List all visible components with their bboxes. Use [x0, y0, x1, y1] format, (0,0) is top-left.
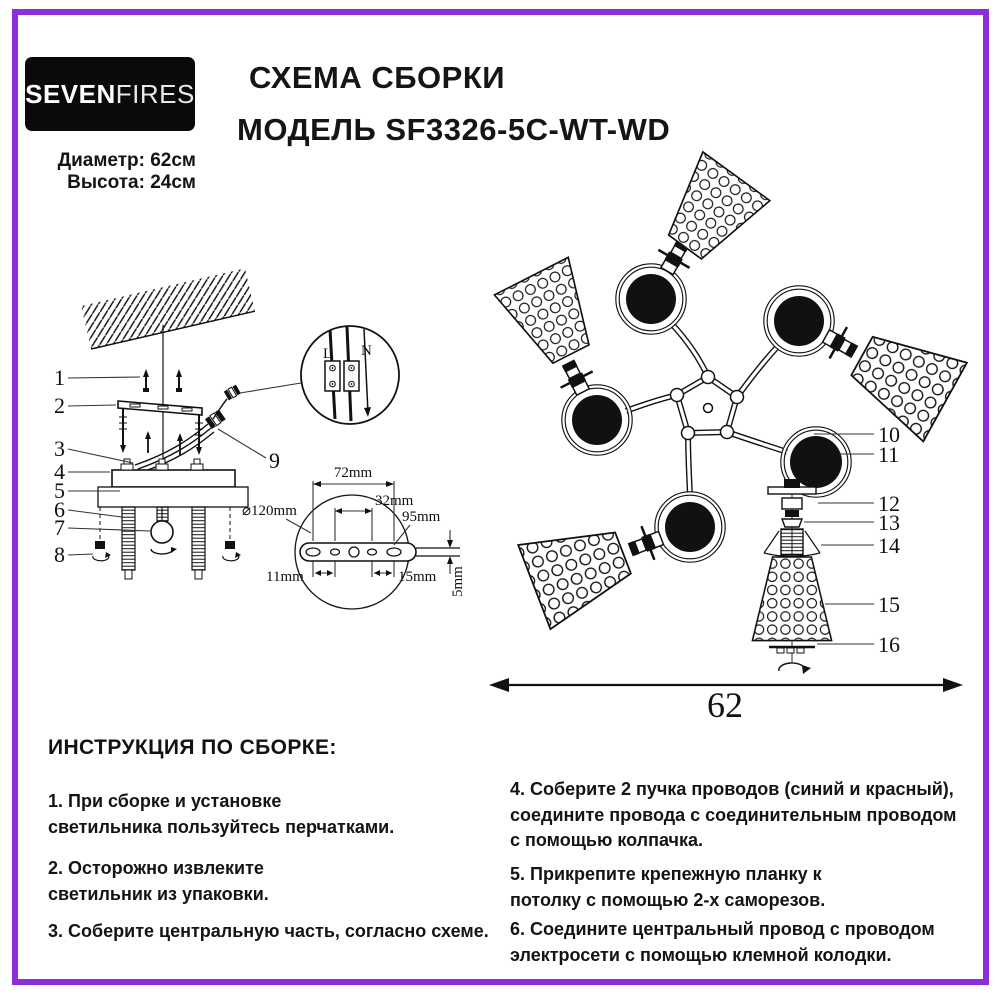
hub-joint	[680, 425, 696, 441]
lamp-holder	[550, 353, 601, 402]
socket-tube	[763, 528, 821, 558]
dim-5mm: 5mm	[450, 566, 466, 597]
callout-15: 15	[878, 592, 900, 617]
ceiling-hatch	[81, 268, 256, 350]
mounting-bar-detail-circle: 72mm 32mm ⌀120mm 95mm 11mm 15mm 5mm	[242, 465, 466, 610]
threaded-rods	[121, 506, 206, 580]
end-caps	[92, 507, 241, 562]
callout-4: 4	[54, 459, 65, 484]
arms-and-hub	[626, 323, 787, 496]
hub-joint	[669, 387, 685, 403]
hub-joint	[719, 424, 735, 440]
instruction-item-4: 4. Соберите 2 пучка проводов (синий и кр…	[510, 779, 957, 851]
callout-7: 7	[54, 515, 65, 540]
wood-ball	[790, 436, 842, 488]
terminal-label-n: N	[361, 343, 372, 359]
hub-joint	[729, 389, 745, 405]
dim-95mm: 95mm	[402, 509, 441, 525]
lamp-shade	[517, 510, 641, 630]
page-title: СХЕМА СБОРКИ МОДЕЛЬ SF3326-5C-WT-WD	[237, 52, 670, 156]
socket-bracket	[767, 479, 817, 517]
instruction-item-6: 6. Соедините центральный провод с провод…	[510, 919, 935, 965]
wood-ball	[665, 502, 715, 552]
ball-finial	[150, 507, 177, 555]
dimension-62: 62	[707, 685, 743, 725]
top-view-callouts: 10 11 12 13 14 15 16	[804, 422, 900, 657]
canopy-nuts	[120, 458, 204, 471]
wire-connectors	[204, 409, 226, 430]
mounting-bar	[117, 400, 203, 455]
callout-13: 13	[878, 510, 900, 535]
callout-3: 3	[54, 436, 65, 461]
instruction-item-1: 1. При сборке и установке светильника по…	[48, 791, 395, 837]
product-specs: Диаметр: 62см Высота: 24см	[20, 150, 196, 194]
hub-joint	[700, 369, 716, 385]
terminal-label-l: L	[323, 346, 332, 362]
dim-11mm: 11mm	[266, 569, 304, 585]
hub-center-hole	[702, 402, 714, 414]
spec-diameter: Диаметр: 62см	[57, 150, 196, 171]
arm-loops-and-balls	[561, 263, 852, 563]
instruction-item-2: 2. Осторожно извлеките светильник из упа…	[48, 858, 269, 904]
callout-12: 12	[878, 491, 900, 516]
instruction-item-3: 3. Соберите центральную часть, согласно …	[48, 921, 489, 941]
callout-6: 6	[54, 497, 65, 522]
lamp-holder	[622, 519, 669, 568]
callout-10: 10	[878, 422, 900, 447]
lamp-shade-exploded	[751, 556, 833, 642]
ceiling-screws	[143, 369, 182, 392]
socket-nut	[780, 518, 804, 528]
title-line-1: СХЕМА СБОРКИ	[249, 60, 506, 95]
callout-5: 5	[54, 478, 65, 503]
lamp-shade	[839, 315, 968, 443]
chandelier-top-view-diagram: 10 11 12 13 14 15 16 62	[489, 151, 968, 725]
dim-72mm: 72mm	[334, 465, 373, 481]
callout-9: 9	[269, 448, 280, 473]
wood-ball	[774, 296, 824, 346]
dim-15mm: 15mm	[398, 569, 437, 585]
callout-2: 2	[54, 393, 65, 418]
wire-terminal-block	[324, 360, 360, 392]
callout-11: 11	[878, 442, 899, 467]
callout-1: 1	[54, 365, 65, 390]
wood-ball	[572, 395, 622, 445]
width-dimension: 62	[489, 678, 963, 725]
instruction-item-5: 5. Прикрепите крепежную планку к потолку…	[510, 864, 826, 910]
title-line-2: МОДЕЛЬ SF3326-5C-WT-WD	[237, 112, 671, 147]
brand-name-light: FIRES	[115, 78, 195, 109]
side-diagram-callouts: 1 2 3 4 5 6 7 8 9	[54, 365, 280, 567]
dim-120mm: ⌀120mm	[242, 503, 297, 519]
rotation-arrow	[778, 662, 811, 674]
brand-name-bold: SEVEN	[25, 78, 116, 109]
dim-32mm: 32mm	[375, 493, 414, 509]
callout-16: 16	[878, 632, 900, 657]
lamp-shade	[493, 256, 609, 374]
callout-14: 14	[878, 533, 900, 558]
callout-8: 8	[54, 542, 65, 567]
canopy	[97, 458, 249, 508]
shade-ring	[769, 645, 815, 654]
instructions-heading: ИНСТРУКЦИЯ ПО СБОРКЕ:	[48, 736, 337, 759]
terminal-detail-circle: L N	[300, 325, 400, 425]
exploded-lamp-parts	[751, 479, 833, 674]
wood-ball	[626, 274, 676, 324]
assembly-side-diagram: L N 1 2 3 4	[54, 268, 466, 610]
spec-height: Высота: 24см	[67, 172, 196, 193]
canopy-wires	[134, 382, 302, 473]
